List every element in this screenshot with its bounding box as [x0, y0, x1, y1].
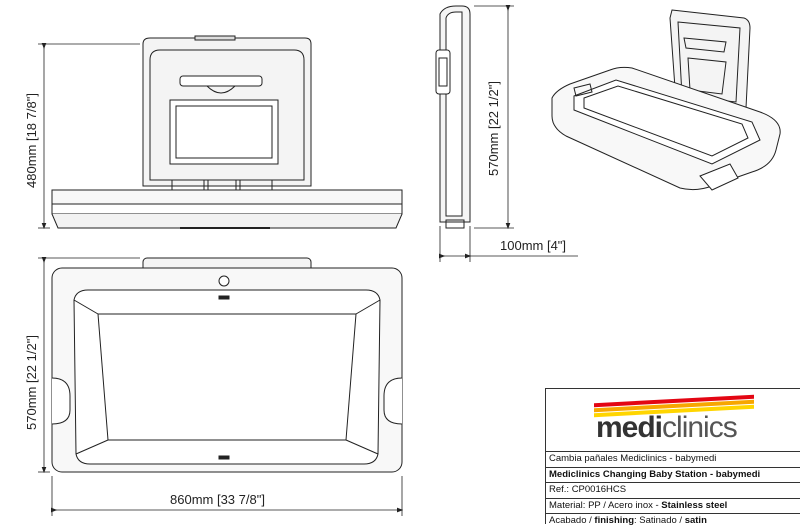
top-view — [51, 257, 403, 473]
side-height-dimension — [474, 4, 514, 230]
top-width-label: 860mm [33 7/8"] — [170, 492, 265, 507]
logo-wordmark: mediclinics — [596, 411, 738, 444]
title-row-english: Mediclinics Changing Baby Station - baby… — [546, 468, 800, 484]
top-depth-dimension — [38, 256, 140, 474]
top-depth-label: 570mm [22 1/2"] — [24, 335, 39, 430]
top-width-dimension — [50, 476, 404, 516]
side-height-label: 570mm [22 1/2"] — [486, 81, 501, 176]
side-view — [435, 5, 471, 229]
isometric-view — [551, 9, 781, 191]
reference-row: Ref.: CP0016HCS — [546, 483, 800, 499]
mediclinics-logo: mediclinics — [546, 389, 800, 452]
front-height-label: 480mm [18 7/8"] — [24, 93, 39, 188]
side-depth-label: 100mm [4"] — [500, 238, 566, 253]
title-block: mediclinics Cambia pañales Mediclinics -… — [545, 388, 800, 526]
material-row: Material: PP / Acero inox - Stainless st… — [546, 499, 800, 515]
finish-row: Acabado / finishing: Satinado / satin — [549, 515, 707, 527]
title-row-spanish: Cambia pañales Mediclinics - babymedi — [546, 452, 800, 468]
front-height-dimension — [38, 42, 140, 230]
side-depth-dimension — [438, 226, 578, 262]
front-view — [51, 35, 403, 229]
